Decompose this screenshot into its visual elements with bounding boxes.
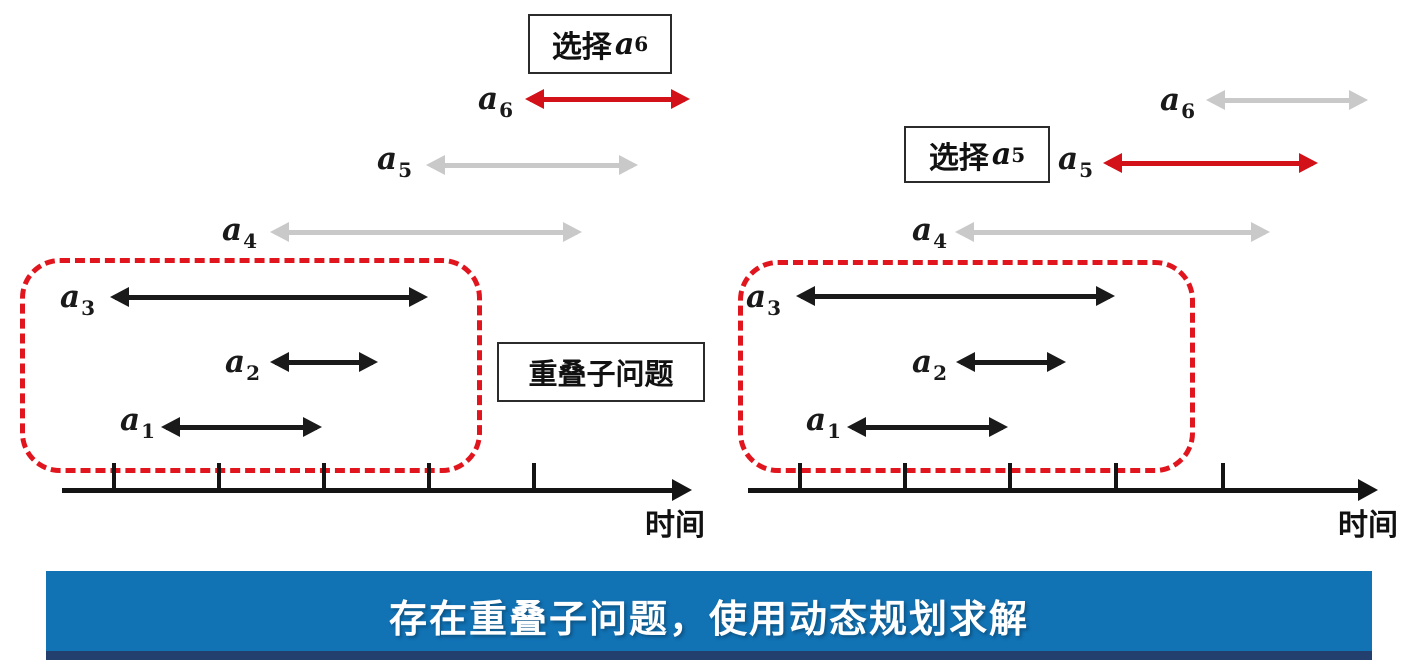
arrowhead-right-icon — [303, 417, 322, 437]
arrowhead-left-icon — [270, 352, 289, 372]
choose-a6-var: a — [614, 26, 635, 62]
arrowhead-left-icon — [270, 222, 289, 242]
arrowhead-right-icon — [1299, 153, 1318, 173]
axis-arrowhead-icon — [1358, 479, 1378, 501]
choose-a6-sub: 6 — [634, 32, 649, 56]
activity-label-a3-left: a3 — [60, 279, 96, 320]
choose-a5-sub: 5 — [1011, 142, 1026, 167]
axis-tick — [427, 463, 431, 490]
activity-label-a1-left: a1 — [120, 402, 156, 443]
overlapping-subproblem-label: 重叠子问题 — [497, 342, 705, 402]
activity-label-a4-left: a4 — [222, 212, 258, 253]
arrowhead-left-icon — [955, 222, 974, 242]
arrowhead-right-icon — [1349, 90, 1368, 110]
choose-a6-action-text: 选择 — [551, 30, 612, 65]
axis-tick — [217, 463, 221, 490]
axis-arrowhead-icon — [672, 479, 692, 501]
activity-label-a4-right: a4 — [912, 212, 948, 253]
activity-label-a2-right: a2 — [912, 344, 948, 385]
arrowhead-left-icon — [525, 89, 544, 109]
axis-line — [62, 487, 679, 493]
arrowhead-right-icon — [1251, 222, 1270, 242]
arrowhead-right-icon — [359, 352, 378, 372]
arrowhead-right-icon — [989, 417, 1008, 437]
arrowhead-left-icon — [796, 286, 815, 306]
activity-label-a5-left: a5 — [377, 141, 413, 182]
arrowhead-left-icon — [956, 352, 975, 372]
arrowhead-left-icon — [161, 417, 180, 437]
activity-label-a6-right: a6 — [1160, 82, 1196, 123]
axis-tick — [1114, 463, 1118, 490]
conclusion-banner: 存在重叠子问题，使用动态规划求解 — [46, 571, 1372, 660]
activity-label-a5-right: a5 — [1058, 141, 1094, 182]
axis-tick — [798, 463, 802, 490]
time-axis-label-left: 时间 — [645, 508, 705, 543]
axis-tick — [1221, 463, 1225, 490]
arrowhead-right-icon — [671, 89, 690, 109]
arrowhead-right-icon — [409, 287, 428, 307]
activity-label-a3-right: a3 — [746, 279, 782, 320]
activity-label-a2-left: a2 — [225, 344, 261, 385]
arrowhead-left-icon — [1206, 90, 1225, 110]
axis-tick — [322, 463, 326, 490]
choose-a5-action-text: 选择 — [928, 140, 989, 176]
arrowhead-right-icon — [563, 222, 582, 242]
arrowhead-right-icon — [1096, 286, 1115, 306]
axis-tick — [1008, 463, 1012, 490]
arrowhead-left-icon — [110, 287, 129, 307]
axis-tick — [112, 463, 116, 490]
activity-label-a1-right: a1 — [806, 402, 842, 443]
axis-tick — [903, 463, 907, 490]
activity-label-a6-left: a6 — [478, 81, 514, 122]
conclusion-banner-text: 存在重叠子问题，使用动态规划求解 — [388, 597, 1029, 641]
overlapping-subproblem-box-left — [20, 258, 482, 473]
arrowhead-right-icon — [1047, 352, 1066, 372]
choose-a5-var: a — [991, 137, 1012, 172]
arrowhead-right-icon — [619, 155, 638, 175]
arrowhead-left-icon — [1103, 153, 1122, 173]
arrowhead-left-icon — [847, 417, 866, 437]
axis-tick — [532, 463, 536, 490]
time-axis-label-right: 时间 — [1338, 508, 1398, 543]
axis-line — [748, 487, 1365, 493]
arrowhead-left-icon — [426, 155, 445, 175]
overlapping-subproblem-box-right — [738, 260, 1195, 473]
banner-bottom-edge — [46, 651, 1372, 660]
